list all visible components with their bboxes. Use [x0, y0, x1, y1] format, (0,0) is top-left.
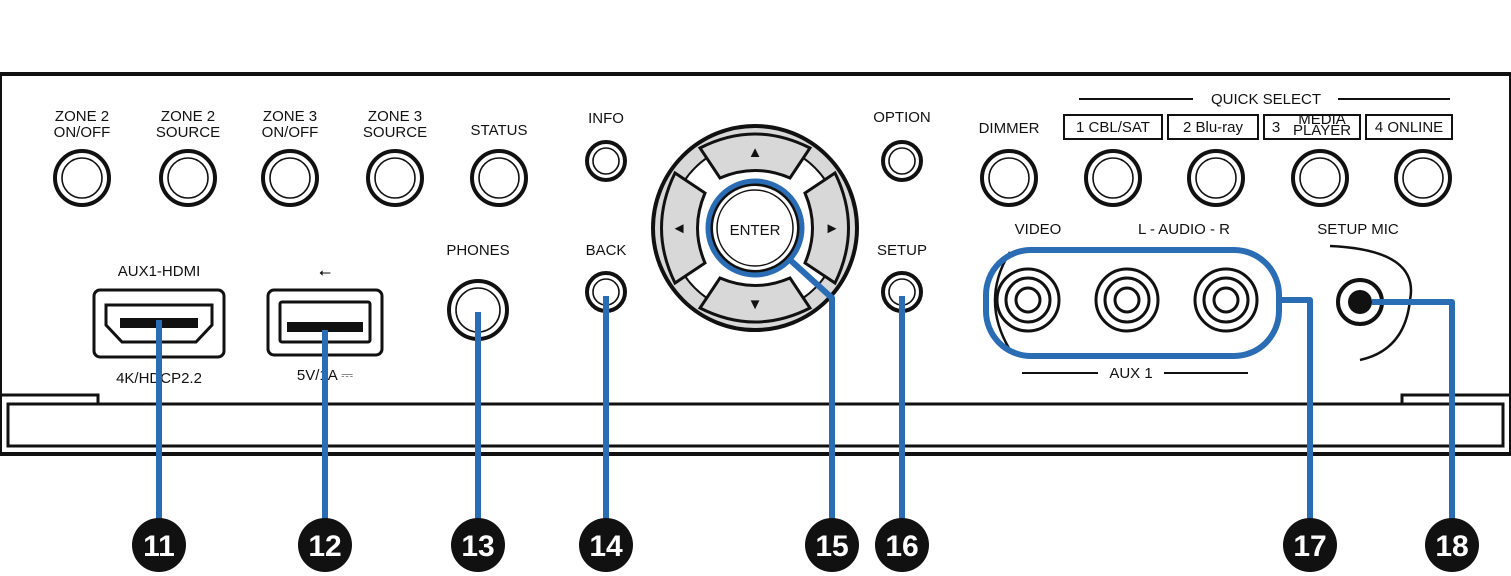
cursor-pad: ▲ ▼ ◄ ► ENTER: [651, 124, 859, 332]
quick-select-header: QUICK SELECT: [1079, 91, 1450, 108]
left-arrow-icon: ◄: [672, 220, 687, 237]
callout-18: 18: [1425, 518, 1479, 572]
phones-label: PHONES: [446, 242, 509, 259]
cursor-up-button[interactable]: ▲: [697, 132, 813, 180]
aux1-label: AUX 1: [1109, 365, 1152, 382]
callout-15-number: 15: [815, 530, 848, 563]
info-button[interactable]: INFO: [585, 110, 627, 182]
status-button[interactable]: STATUS: [470, 122, 528, 207]
enter-highlight: [705, 178, 805, 278]
zone2-source-label-2: SOURCE: [156, 124, 220, 141]
setup-button[interactable]: SETUP: [877, 242, 927, 313]
zone3-source-label-1: ZONE 3: [368, 108, 422, 125]
callout-14-number: 14: [589, 530, 623, 563]
audio-label: L - AUDIO - R: [1138, 221, 1230, 238]
zone3-onoff-button[interactable]: ZONE 3 ON/OFF: [261, 108, 319, 207]
usb-port[interactable]: ⭠ 5V/1A ⎓: [266, 264, 384, 384]
down-arrow-icon: ▼: [748, 296, 763, 313]
callout-12-number: 12: [308, 530, 341, 563]
quick-select-title: QUICK SELECT: [1211, 91, 1321, 108]
callout-13: 13: [451, 518, 505, 572]
callout-11: 11: [132, 518, 186, 572]
callout-17: 17: [1283, 518, 1337, 572]
quick-select-2-button[interactable]: 2 Blu-ray: [1167, 114, 1259, 207]
cursor-right-button[interactable]: ►: [803, 170, 850, 286]
aux1-inputs: VIDEO L - AUDIO - R SETUP MIC AUX 1: [993, 221, 1413, 382]
audio-right-jack[interactable]: [1193, 267, 1259, 333]
video-jack[interactable]: [995, 267, 1061, 333]
cursor-left-button[interactable]: ◄: [660, 170, 707, 286]
option-button[interactable]: OPTION: [873, 109, 931, 182]
callout-13-number: 13: [461, 530, 494, 563]
callout-12: 12: [298, 518, 352, 572]
quick-select-3-label: 3: [1272, 119, 1280, 136]
quick-select-2-label: 2 Blu-ray: [1183, 119, 1244, 136]
status-label: STATUS: [471, 122, 528, 139]
dimmer-label: DIMMER: [979, 120, 1040, 137]
zone3-source-button[interactable]: ZONE 3 SOURCE: [363, 108, 427, 207]
quick-select-4-label: 4 ONLINE: [1375, 119, 1443, 136]
option-label: OPTION: [873, 109, 931, 126]
zone2-onoff-label-1: ZONE 2: [55, 108, 109, 125]
callout-17-number: 17: [1293, 530, 1326, 563]
cursor-down-button[interactable]: ▼: [697, 276, 813, 324]
dimmer-button[interactable]: DIMMER: [979, 120, 1040, 207]
back-label: BACK: [586, 242, 627, 259]
callout-line-15: [785, 255, 835, 528]
hdmi-label: AUX1-HDMI: [118, 263, 201, 280]
zone2-source-button[interactable]: ZONE 2 SOURCE: [156, 108, 220, 207]
callout-11-number: 11: [143, 530, 175, 563]
panel-base: [6, 402, 1505, 448]
right-arrow-icon: ►: [825, 220, 840, 237]
up-arrow-icon: ▲: [748, 144, 763, 161]
callout-14: 14: [579, 518, 633, 572]
info-label: INFO: [588, 110, 624, 127]
quick-select-4-button[interactable]: 4 ONLINE: [1365, 114, 1453, 207]
zone3-onoff-label-2: ON/OFF: [262, 124, 319, 141]
callout-16-number: 16: [885, 530, 918, 563]
callout-line-18: [1372, 299, 1455, 528]
quick-select-1-button[interactable]: 1 CBL/SAT: [1063, 114, 1163, 207]
audio-left-jack[interactable]: [1094, 267, 1160, 333]
zone2-onoff-button[interactable]: ZONE 2 ON/OFF: [53, 108, 111, 207]
zone2-onoff-label-2: ON/OFF: [54, 124, 111, 141]
zone3-onoff-label-1: ZONE 3: [263, 108, 317, 125]
usb-icon: ⭠: [319, 264, 331, 281]
callout-line-17: [1279, 297, 1313, 528]
quick-select-3-sub-1: MEDIA: [1298, 111, 1346, 128]
quick-select-3-sub-2: PLAYER: [1293, 122, 1351, 139]
zone3-source-label-2: SOURCE: [363, 124, 427, 141]
quick-select-1-label: 1 CBL/SAT: [1076, 119, 1150, 136]
enter-button[interactable]: ENTER: [709, 182, 801, 274]
enter-label: ENTER: [730, 222, 781, 239]
video-label: VIDEO: [1015, 221, 1062, 238]
quick-select-3-button[interactable]: 3 MEDIA PLAYER: [1263, 111, 1361, 207]
callout-15: 15: [805, 518, 859, 572]
callout-18-number: 18: [1435, 530, 1468, 563]
callout-16: 16: [875, 518, 929, 572]
zone2-source-label-1: ZONE 2: [161, 108, 215, 125]
setup-label: SETUP: [877, 242, 927, 259]
setup-mic-label: SETUP MIC: [1317, 221, 1399, 238]
